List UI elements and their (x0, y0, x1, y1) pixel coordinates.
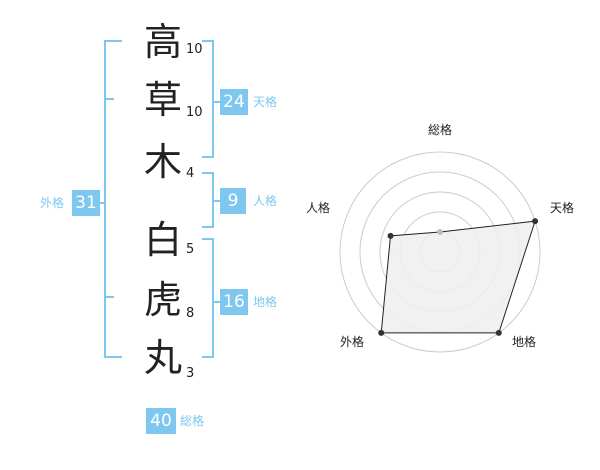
radar-dot-soukaku (437, 229, 443, 235)
stroke-count-5: 8 (186, 306, 195, 321)
stroke-count-4: 5 (186, 242, 195, 257)
tenkaku-label: 天格 (253, 95, 278, 109)
radar-label-chikaku: 地格 (512, 334, 536, 349)
soukaku-label: 総格 (180, 414, 205, 428)
radar-dot-chikaku (495, 329, 502, 336)
stroke-count-2: 10 (186, 105, 203, 120)
name-char-3: 木 (143, 140, 182, 184)
radar-label-tenkaku: 天格 (550, 200, 574, 215)
gaikaku-label: 外格 (40, 196, 65, 210)
tenkaku-value-badge: 24 (220, 89, 248, 115)
chikaku-value-badge: 16 (220, 289, 248, 315)
name-char-6: 丸 (143, 336, 182, 380)
name-char-4: 白 (143, 218, 182, 262)
name-char-1: 高 (143, 20, 182, 64)
stroke-count-3: 4 (186, 166, 195, 181)
jinkaku-value-badge: 9 (220, 188, 246, 214)
jinkaku-label: 人格 (253, 194, 278, 208)
radar-dots (378, 218, 539, 336)
stroke-count-6: 3 (186, 366, 195, 381)
radar-label-soukaku: 総格 (428, 122, 452, 137)
radar-dot-gaikaku (378, 329, 385, 336)
stroke-count-1: 10 (186, 42, 203, 57)
radar-label-gaikaku: 外格 (340, 334, 364, 349)
radar-ring (339, 151, 541, 353)
name-char-5: 虎 (143, 278, 182, 322)
radar-dot-jinkaku (387, 232, 394, 239)
radar-dot-tenkaku (532, 218, 539, 225)
chikaku-label: 地格 (253, 295, 278, 309)
gaikaku-value-badge: 31 (72, 190, 100, 216)
radar-label-jinkaku: 人格 (306, 200, 330, 215)
radar-polygon (380, 220, 536, 334)
soukaku-value-badge: 40 (146, 408, 176, 434)
name-char-2: 草 (143, 78, 182, 122)
